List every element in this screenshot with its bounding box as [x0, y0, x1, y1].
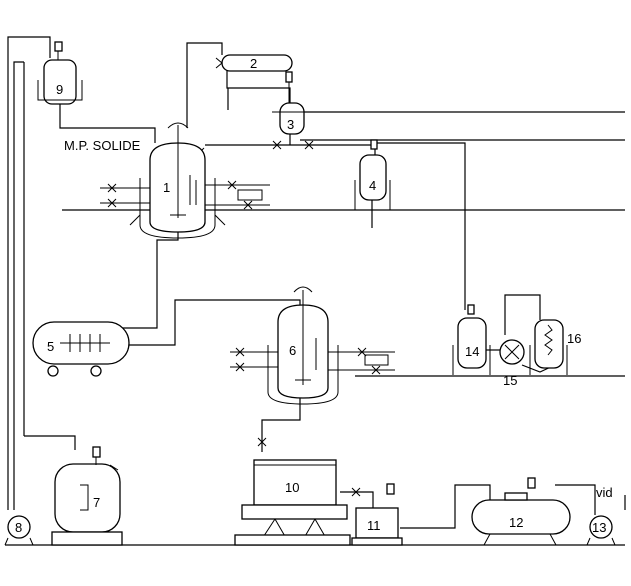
- equipment-4: 4: [354, 139, 391, 210]
- equipment-3: 3: [272, 71, 312, 135]
- label-9: 9: [56, 82, 63, 97]
- equipment-9: 9: [37, 41, 83, 105]
- label-8: 8: [15, 520, 22, 535]
- equipment-15: 15: [499, 339, 525, 388]
- equipment-10: 10: [234, 459, 351, 546]
- equipment-11: 11: [351, 483, 403, 546]
- label-10: 10: [285, 480, 299, 495]
- equipment-5: 5: [32, 321, 130, 377]
- label-14: 14: [465, 344, 479, 359]
- label-4: 4: [369, 178, 376, 193]
- equipment-14: 14: [452, 304, 491, 375]
- equipment-13: 13: [586, 515, 616, 546]
- label-6: 6: [289, 343, 296, 358]
- equipment-6: 6: [267, 286, 339, 405]
- vacuum-label: vid: [596, 485, 613, 500]
- label-1: 1: [163, 180, 170, 195]
- label-2: 2: [250, 56, 257, 71]
- valves: [100, 140, 395, 497]
- equipment-7: 7: [51, 446, 123, 546]
- equipment-2: 2: [215, 54, 293, 72]
- label-7: 7: [93, 495, 100, 510]
- equipment-1: 1: [129, 122, 226, 239]
- label-12: 12: [509, 515, 523, 530]
- feed-label: M.P. SOLIDE: [64, 138, 141, 153]
- label-5: 5: [47, 339, 54, 354]
- equipment-8: 8: [4, 515, 34, 546]
- label-13: 13: [592, 520, 606, 535]
- label-15: 15: [503, 373, 517, 388]
- label-11: 11: [367, 518, 381, 533]
- equipment-16: 16: [529, 319, 581, 375]
- label-16: 16: [567, 331, 581, 346]
- equipment-12: 12: [471, 477, 571, 546]
- label-3: 3: [287, 117, 294, 132]
